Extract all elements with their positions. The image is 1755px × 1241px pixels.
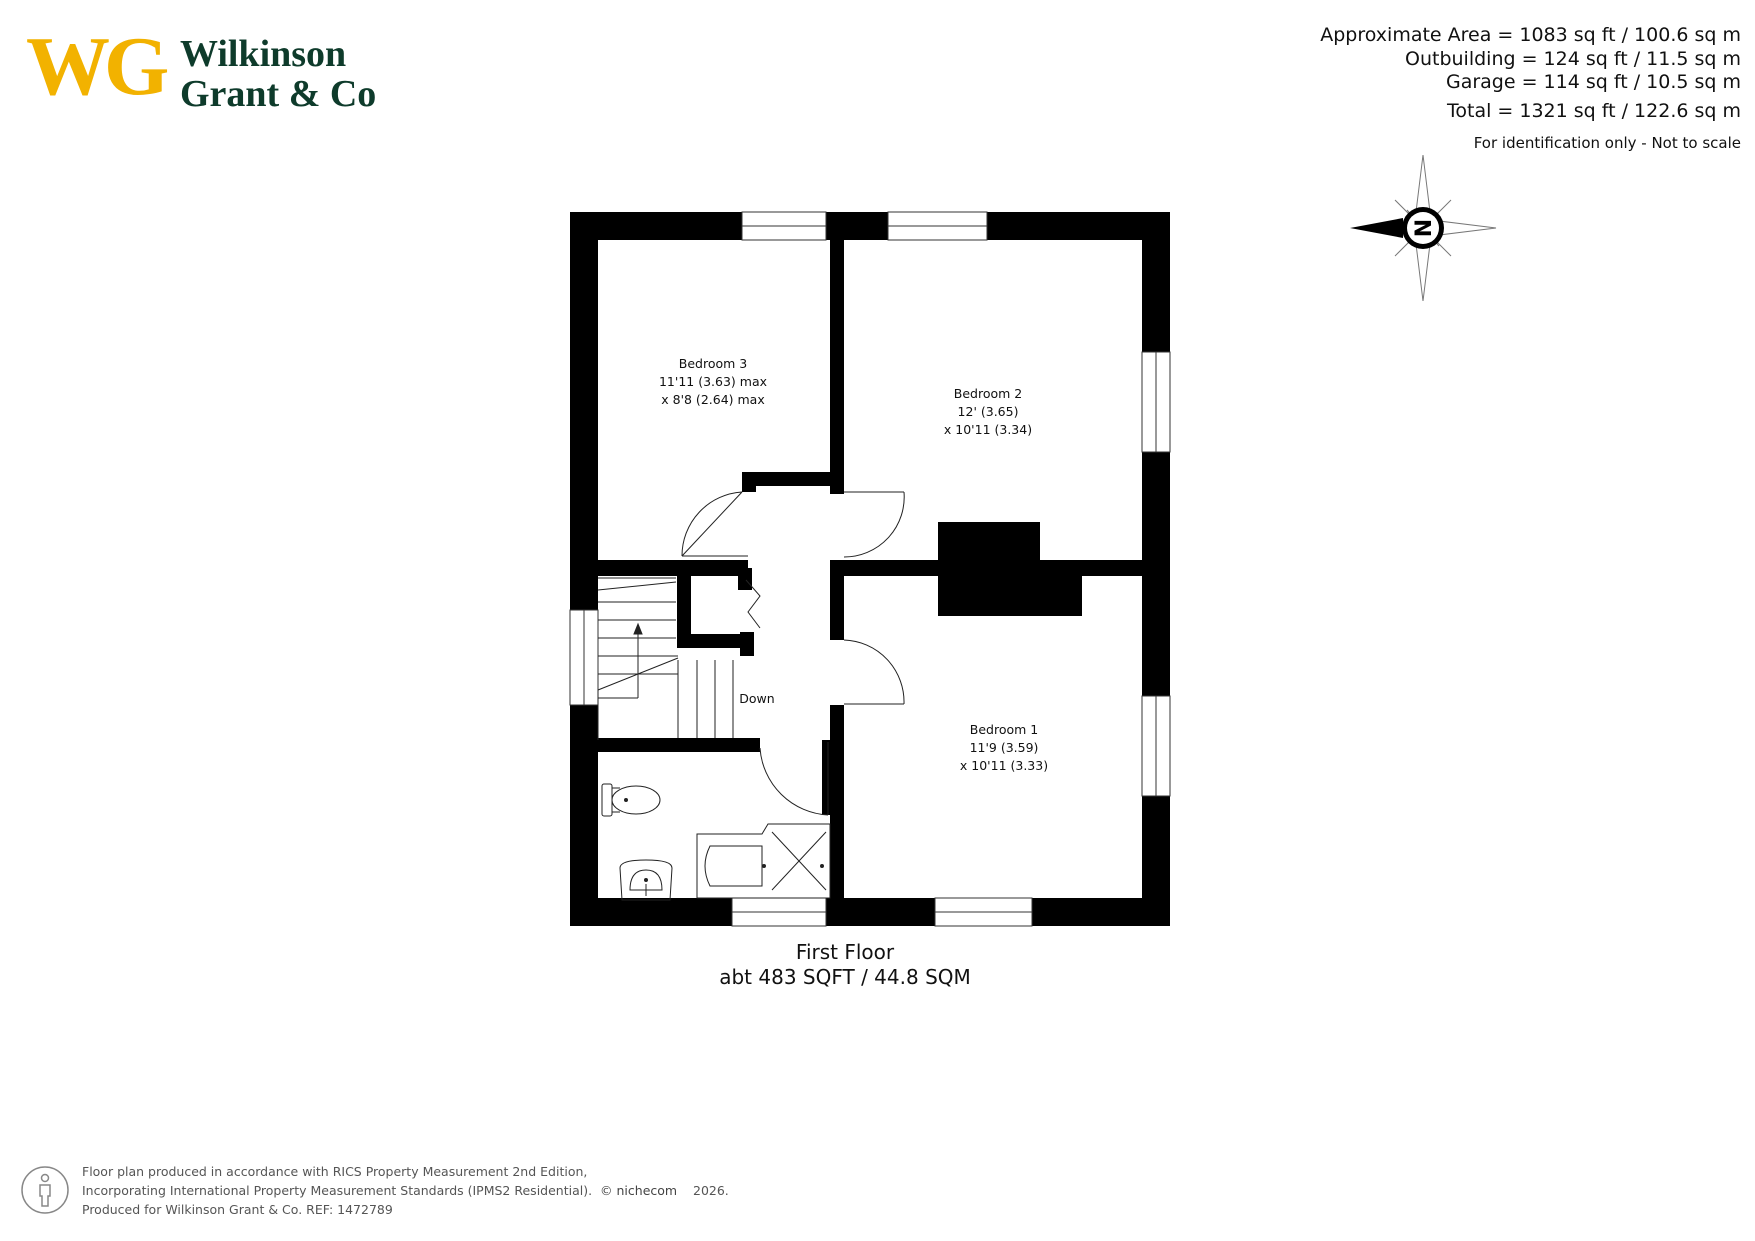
garage-area: Garage = 114 sq ft / 10.5 sq m (1445, 71, 1741, 93)
scale-note: For identification only - Not to scale (1473, 134, 1741, 152)
floor-area: abt 483 SQFT / 44.8 SQM (719, 965, 971, 989)
approximate-area: Approximate Area = 1083 sq ft / 100.6 sq… (1320, 24, 1741, 46)
staircase (597, 577, 734, 740)
compass-icon: N (1350, 154, 1497, 302)
bedroom2-name: Bedroom 2 (954, 386, 1022, 401)
logo-name-line2: Grant & Co (180, 73, 376, 114)
footer-line1: Floor plan produced in accordance with R… (82, 1163, 588, 1179)
bedroom1-name: Bedroom 1 (970, 722, 1038, 737)
windows (569, 211, 1171, 927)
bedroom2-dim2: x 10'11 (3.34) (944, 422, 1032, 437)
footer-line2: Incorporating International Property Mea… (82, 1182, 593, 1198)
bedroom3-dim1: 11'11 (3.63) max (659, 374, 767, 389)
person-scale-icon (21, 1166, 69, 1214)
area-summary: Approximate Area = 1083 sq ft / 100.6 sq… (1320, 24, 1741, 156)
room-labels: Bedroom 3 11'11 (3.63) max x 8'8 (2.64) … (659, 356, 1048, 773)
compass-north-label: N (1412, 219, 1437, 237)
footer-copyright: © nichecom (600, 1182, 678, 1198)
bedroom1-dim2: x 10'11 (3.33) (960, 758, 1048, 773)
bedroom1-dim1: 11'9 (3.59) (970, 740, 1039, 755)
bedroom3-dim2: x 8'8 (2.64) max (661, 392, 764, 407)
doors (681, 491, 905, 816)
outbuilding-area: Outbuilding = 124 sq ft / 11.5 sq m (1405, 47, 1741, 70)
footer: Floor plan produced in accordance with R… (20, 1155, 729, 1225)
footer-line3: Produced for Wilkinson Grant & Co. REF: … (82, 1201, 393, 1217)
company-logo: WG Wilkinson Grant & Co (26, 22, 376, 114)
stairs-down-label: Down (739, 691, 774, 706)
floor-caption: First Floor abt 483 SQFT / 44.8 SQM (700, 940, 990, 990)
footer-year: 2026. (693, 1182, 729, 1198)
bedroom3-name: Bedroom 3 (679, 356, 747, 371)
bathroom-fixtures (601, 783, 831, 901)
outer-walls (570, 212, 1170, 926)
interior-walls (596, 238, 1142, 898)
logo-mark: WG (26, 22, 168, 113)
logo-name-line1: Wilkinson (180, 33, 346, 75)
floor-name: First Floor (795, 940, 895, 964)
bedroom2-dim1: 12' (3.65) (958, 404, 1019, 419)
total-area: Total = 1321 sq ft / 122.6 sq m (1447, 99, 1741, 122)
